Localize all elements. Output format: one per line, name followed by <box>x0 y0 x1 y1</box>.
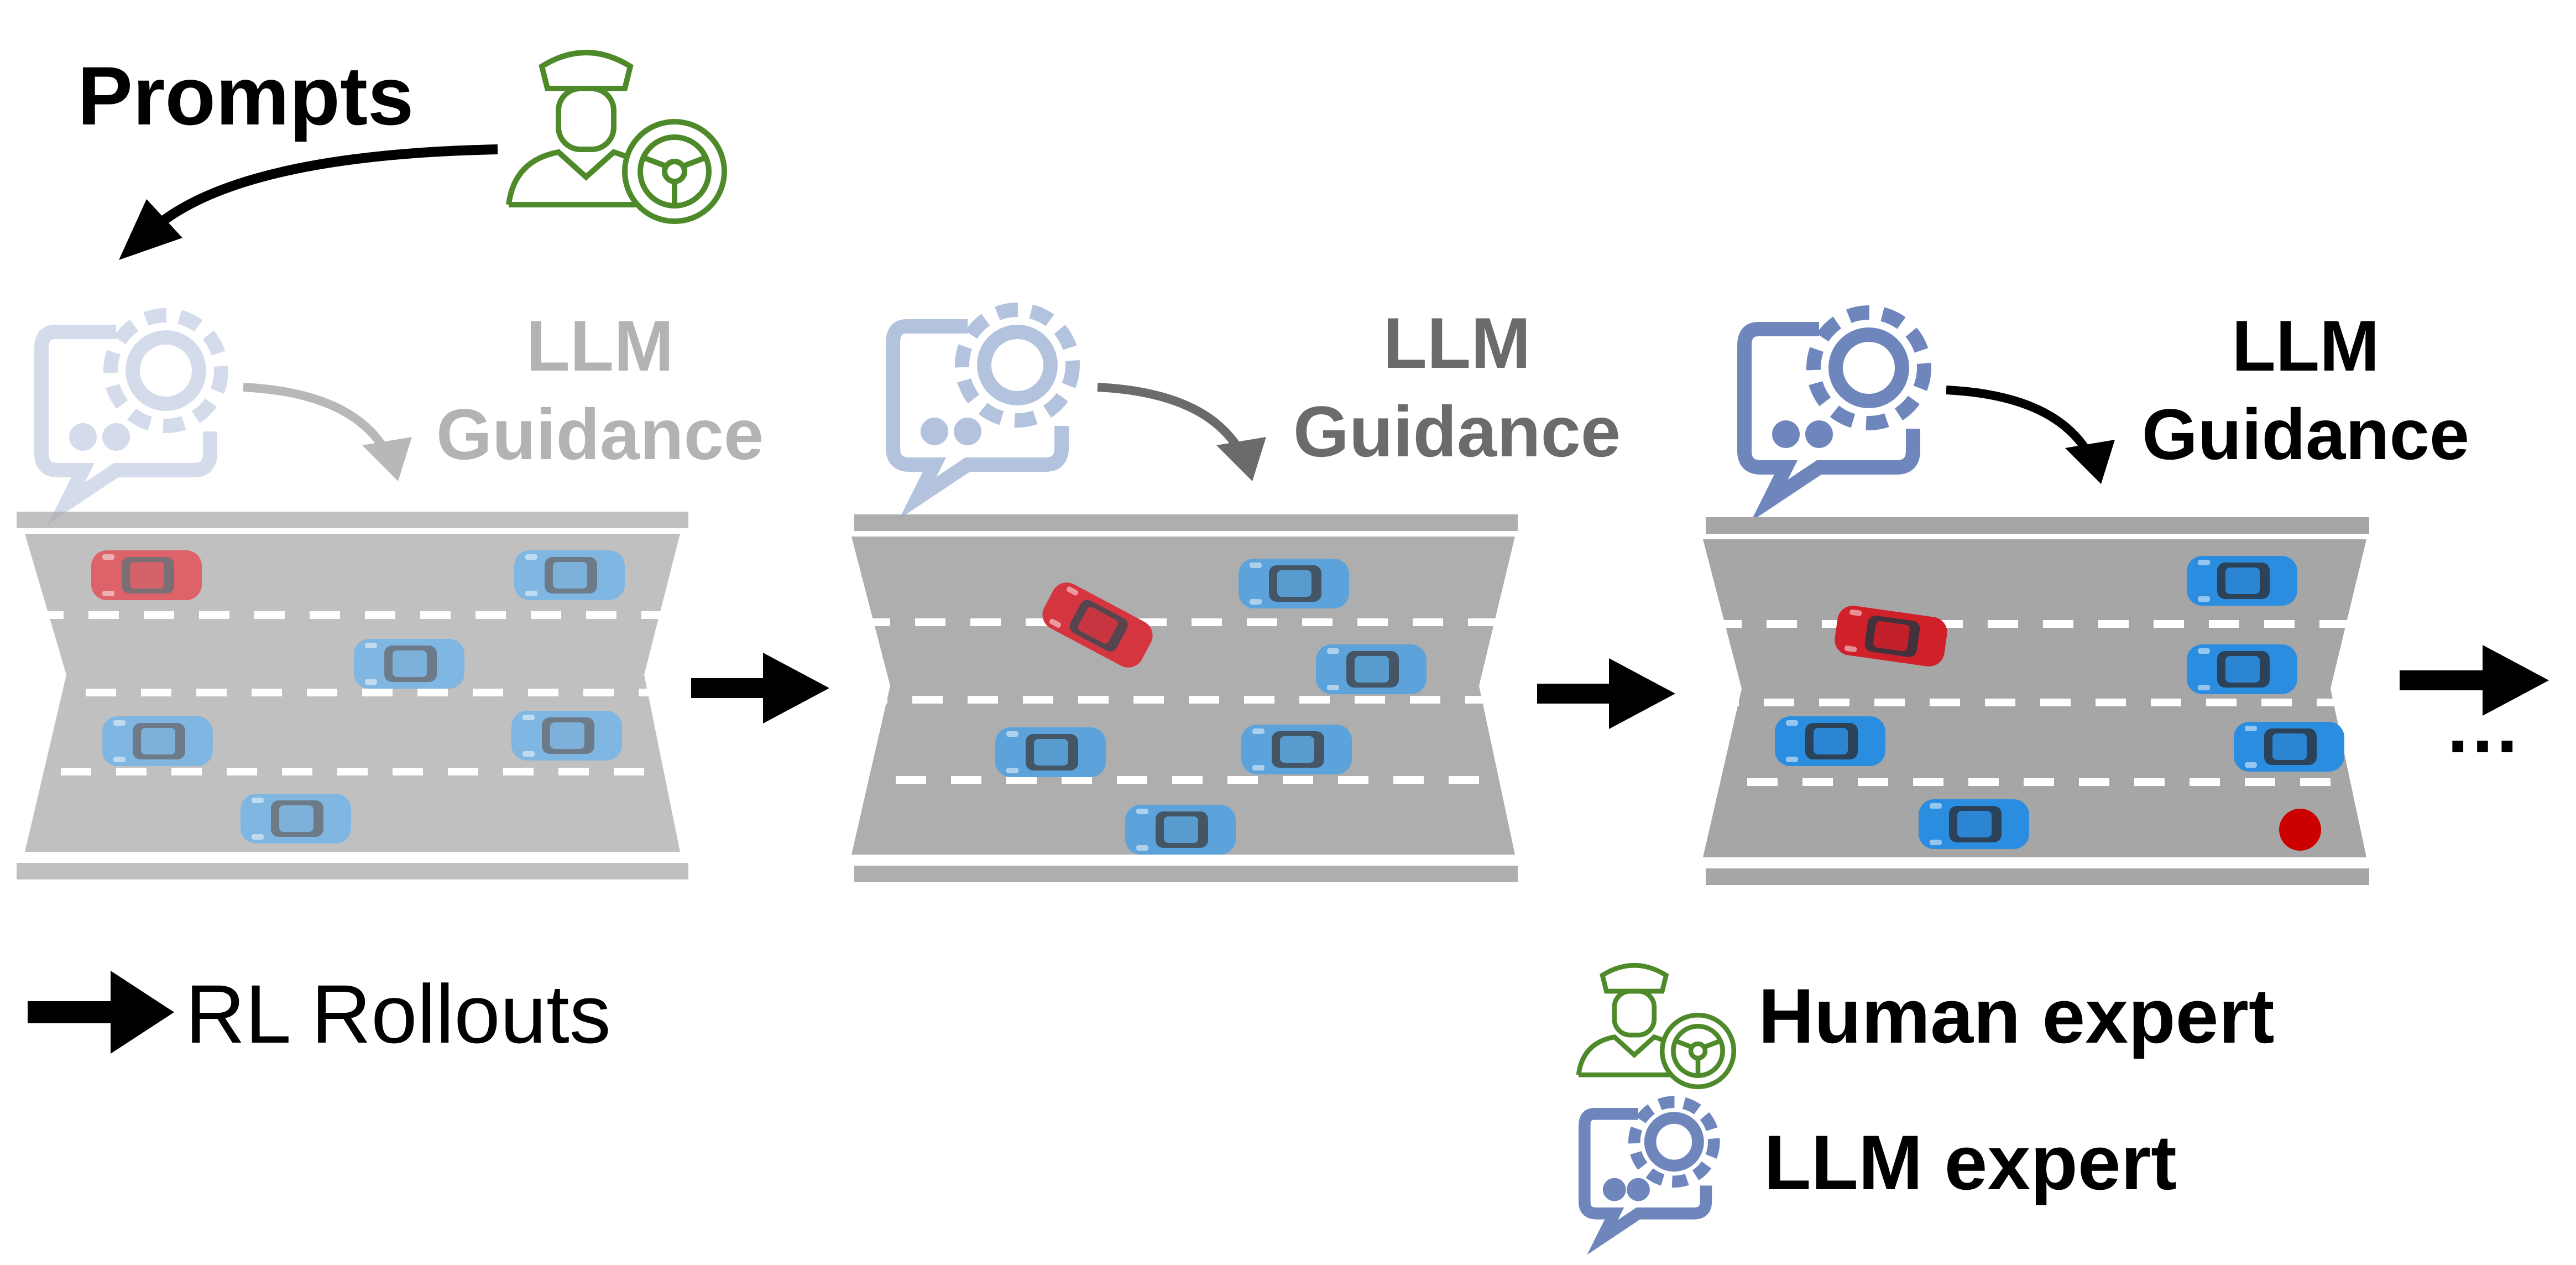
guidance-arrow <box>243 383 412 481</box>
prompts-arrow <box>119 144 498 260</box>
rollout-arrow <box>2400 645 2549 716</box>
car-blue <box>1125 805 1236 855</box>
stage-label-line2: Guidance <box>2142 394 2469 475</box>
car-blue <box>995 727 1106 777</box>
car-blue <box>511 711 622 761</box>
rollout-arrow <box>691 653 829 723</box>
stage-1: LLM Guidance <box>17 305 764 879</box>
llm-chat-gear-icon <box>1579 1096 1720 1255</box>
llm-chat-gear-icon <box>886 303 1080 519</box>
car-blue <box>1239 559 1349 608</box>
road-scene <box>17 512 688 879</box>
car-blue <box>241 794 351 844</box>
stage-label-line2: Guidance <box>436 394 764 475</box>
steering-wheel-icon <box>622 119 727 224</box>
driver-icon <box>1576 962 1737 1090</box>
stage-label-line1: LLM <box>526 305 673 386</box>
legend-human-expert: Human expert <box>1576 962 2275 1090</box>
goal-dot <box>2279 809 2321 851</box>
steering-wheel-icon <box>1659 1012 1737 1090</box>
ellipsis: … <box>2444 682 2521 769</box>
stage-label-line2: Guidance <box>1293 391 1621 472</box>
stage-label-line1: LLM <box>1383 303 1530 383</box>
road-scene <box>851 514 1518 882</box>
legend-llm-expert-label: LLM expert <box>1764 1119 2177 1206</box>
car-blue <box>2234 722 2344 772</box>
rollout-arrow <box>1537 658 1675 729</box>
car-blue <box>354 639 464 689</box>
llm-chat-gear-icon <box>34 308 228 524</box>
stage-3: LLM Guidance <box>1703 305 2469 885</box>
road-scene <box>1703 517 2369 885</box>
car-red <box>91 550 202 600</box>
prompts-label: Prompts <box>77 49 414 142</box>
car-blue <box>514 550 625 600</box>
driver-icon <box>506 50 727 224</box>
legend-rl-rollouts: RL Rollouts <box>28 967 611 1060</box>
car-blue <box>1775 716 1885 766</box>
llm-chat-gear-icon <box>1737 305 1931 522</box>
car-blue <box>2187 556 2297 606</box>
stage-2: LLM Guidance <box>851 303 1621 882</box>
stage-label-line1: LLM <box>2232 305 2379 386</box>
car-blue <box>2187 644 2297 694</box>
legend-rl-rollouts-label: RL Rollouts <box>185 967 611 1060</box>
guidance-arrow <box>1097 383 1266 481</box>
legend-human-expert-label: Human expert <box>1758 972 2275 1059</box>
car-blue <box>1241 725 1352 774</box>
car-blue <box>1919 799 2029 849</box>
guidance-arrow <box>1946 386 2115 484</box>
car-blue <box>1316 644 1427 694</box>
legend-llm-expert: LLM expert <box>1579 1096 2177 1255</box>
car-blue <box>102 716 213 766</box>
